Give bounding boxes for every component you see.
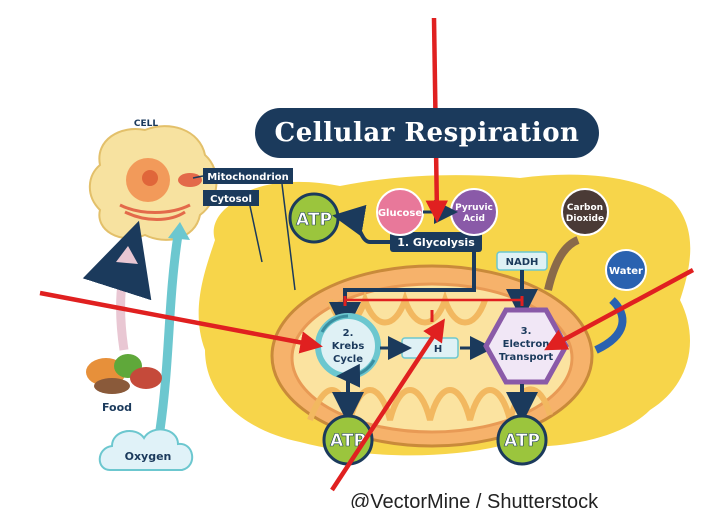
food-label: Food <box>102 401 132 414</box>
food-arrowhead <box>116 246 138 264</box>
water-label: Water <box>609 266 643 277</box>
mitochondrion-leader <box>281 183 296 291</box>
cell-er <box>119 203 191 221</box>
etc-num: 3. <box>521 326 532 337</box>
annotation-arrow-bottom <box>330 318 445 492</box>
etc-label-1: Electron <box>503 339 550 350</box>
glycolysis-to-atp-arrow <box>332 204 390 244</box>
cell-label: CELL <box>134 119 158 129</box>
atp-label-krebs: ATP <box>330 431 366 451</box>
page-title: Cellular Respiration <box>274 118 580 148</box>
atp-badge-etc <box>496 414 548 466</box>
water-molecule <box>605 249 647 291</box>
oxygen-label: Oxygen <box>125 450 172 463</box>
to-carbon-arrow <box>544 236 580 291</box>
atp-label-glycolysis: ATP <box>296 210 332 230</box>
krebs-label-1: Krebs <box>332 341 365 352</box>
cell-mitochondrion-icon <box>178 173 202 187</box>
atp-label-etc: ATP <box>504 431 540 451</box>
carbon-label-1: Carbon <box>567 203 603 213</box>
cytosol-label-box <box>203 190 259 206</box>
carbon-label-2: Dioxide <box>566 214 604 224</box>
annotation-arrow-left <box>39 290 323 354</box>
nadh-top-label: NADH <box>506 257 539 268</box>
oxygen-arrow <box>155 234 183 431</box>
glycolysis-label: 1. Glycolysis <box>397 236 475 249</box>
image-credit: @VectorMine / Shutterstock <box>350 491 599 508</box>
glucose-label: Glucose <box>378 208 423 219</box>
oxygen-arrowhead <box>168 222 190 240</box>
food-icon <box>86 354 162 394</box>
food-arrow <box>82 220 152 351</box>
water-arrow <box>594 297 627 354</box>
krebs-cycle-arrows <box>320 314 376 376</box>
cytosol-label: Cytosol <box>210 194 252 205</box>
etc-label-2: Transport <box>499 352 553 363</box>
pyruvic-label-2: Acid <box>463 214 485 224</box>
carbon-dioxide-molecule <box>561 188 609 236</box>
glycolysis-box <box>390 232 482 252</box>
cell-nucleolus <box>142 170 158 186</box>
cytosol-leader <box>249 205 263 263</box>
mitochondrion-pointer <box>192 175 204 179</box>
annotation-arrow-right <box>544 268 695 351</box>
mitochondrion-label-box <box>203 168 293 184</box>
mitochondrion-label: Mitochondrion <box>207 172 289 183</box>
electron-transport-hex <box>483 307 569 385</box>
pyruvic-label-1: Pyruvic <box>455 203 493 213</box>
krebs-label-2: Cycle <box>333 354 363 365</box>
title-banner: Cellular Respiration <box>255 108 599 158</box>
oxygen-cloud <box>98 428 193 471</box>
krebs-num: 2. <box>343 328 354 339</box>
nadh-mid-label: H <box>434 344 442 355</box>
